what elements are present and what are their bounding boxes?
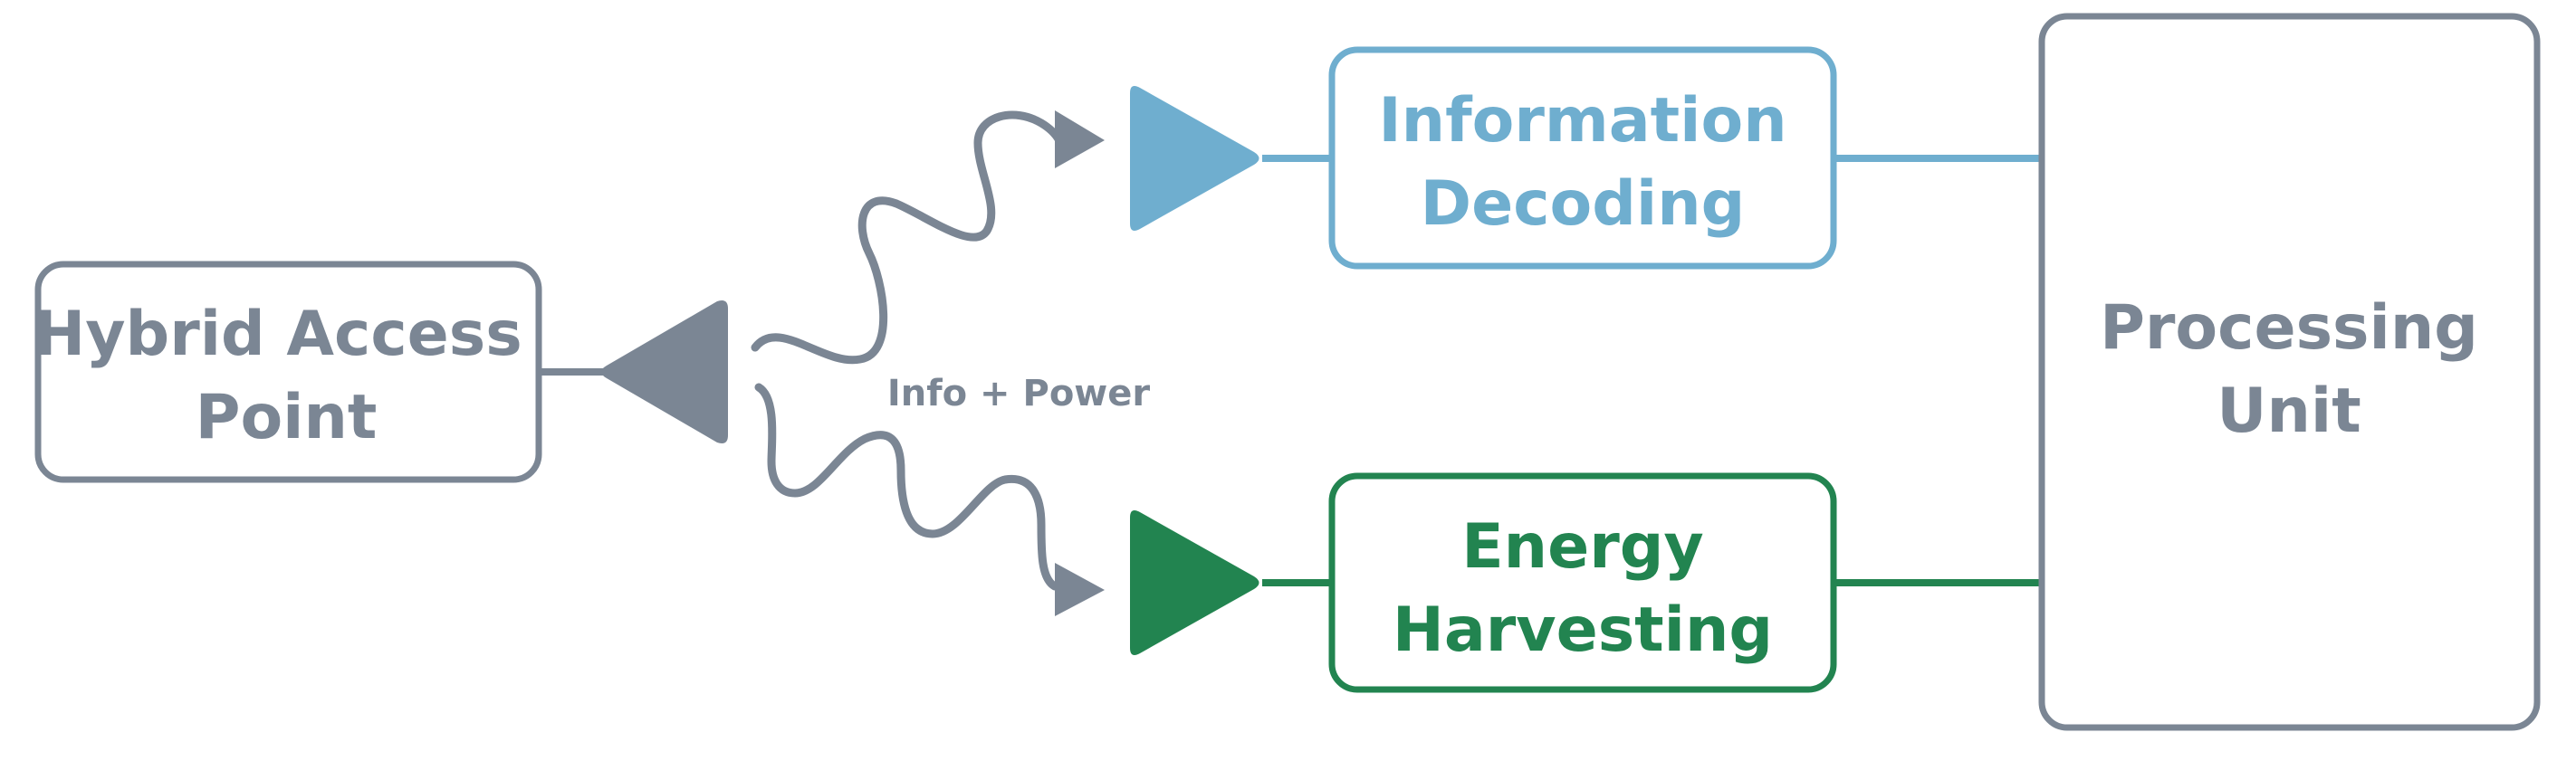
lower-wave-signal [754, 383, 1059, 591]
upper-wave-signal [751, 110, 1067, 365]
energy-receive-antenna-icon [1130, 510, 1259, 655]
info-receive-antenna-icon [1130, 86, 1259, 231]
energy-harvesting-label-line1: Energy [1461, 511, 1704, 583]
transmit-antenna-icon [601, 300, 728, 443]
signal-label: Info + Power [887, 373, 1150, 414]
energy-harvesting-label-line2: Harvesting [1393, 595, 1773, 666]
info-decoding-label-line2: Decoding [1421, 168, 1746, 240]
lower-wave-arrowhead-icon [1055, 563, 1105, 616]
access-point-label-line1: Hybrid Access [34, 299, 522, 370]
info-decoding-label-line1: Information [1378, 85, 1786, 157]
processing-unit-box [2038, 13, 2541, 731]
processing-unit-label-line1: Processing [2100, 292, 2478, 364]
access-point-label-line2: Point [196, 382, 378, 453]
upper-wave-arrowhead-icon [1055, 110, 1105, 168]
processing-unit-label-line2: Unit [2217, 376, 2361, 447]
